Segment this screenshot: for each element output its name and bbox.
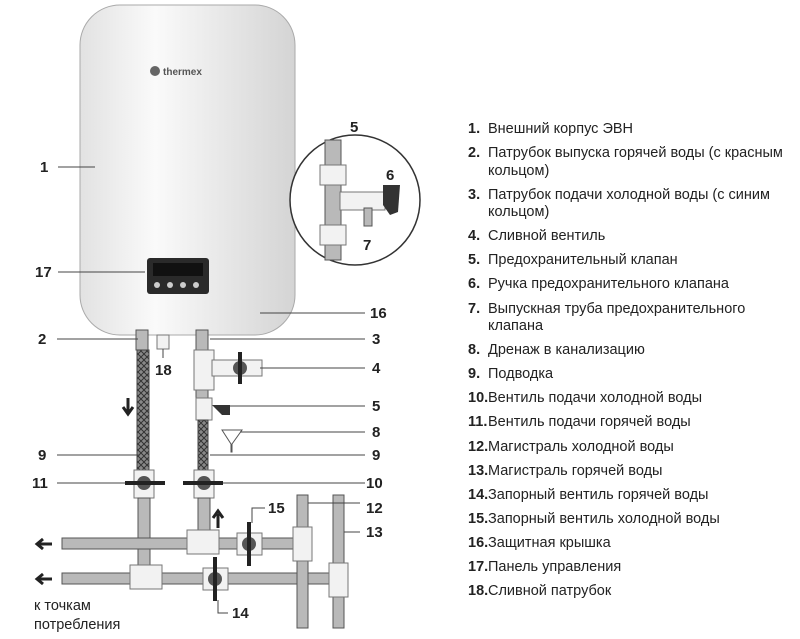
svg-text:thermex: thermex	[163, 67, 202, 78]
legend-text: Дренаж в канализацию	[488, 342, 645, 359]
legend-item: 18.Сливной патрубок	[468, 583, 798, 601]
legend-number: 7.	[468, 300, 481, 317]
callout-8: 8	[372, 424, 380, 441]
legend-text: Вентиль подачи горячей воды	[488, 414, 691, 431]
legend-text: Сливной патрубок	[488, 583, 612, 600]
legend-text: Панель управления	[488, 559, 622, 575]
legend-item: 6. Ручка предохранительного клапана	[468, 276, 798, 294]
legend-text: Патрубок выпуска горячей воды (с красным…	[488, 145, 783, 179]
legend-item: 7. Выпускная труба предохранительного кла…	[468, 301, 798, 336]
legend-number: 12.	[468, 438, 489, 455]
legend-text: Выпускная труба предохранительного клапа…	[488, 300, 746, 335]
callout-9-right: 9	[372, 447, 380, 464]
legend-text: Запорный вентиль холодной воды	[488, 510, 720, 527]
callout-6: 6	[386, 167, 394, 184]
legend-text: Сливной вентиль	[488, 228, 606, 245]
legend-number: 13.	[468, 462, 489, 479]
callout-5: 5	[372, 398, 380, 415]
legend-text: Вентиль подачи холодной воды	[488, 390, 703, 407]
consumption-points-note: к точкам потребления	[34, 597, 120, 635]
callout-7: 7	[363, 237, 371, 254]
legend-number: 6.	[468, 276, 481, 293]
callout-11: 11	[32, 475, 48, 492]
callout-9-left: 9	[38, 447, 46, 464]
legend-item: 8. Дренаж в канализацию	[468, 342, 798, 360]
legend-text: Защитная крышка	[488, 534, 611, 551]
legend-number: 1.	[468, 121, 481, 137]
legend-text: Внешний корпус ЭВН	[488, 121, 634, 137]
callout-16: 16	[370, 305, 387, 322]
callout-12: 12	[366, 500, 383, 517]
legend-item: 1. Внешний корпус ЭВН	[468, 121, 798, 139]
callout-5-detail: 5	[350, 119, 358, 136]
callout-1: 1	[40, 159, 48, 176]
control-panel	[147, 258, 209, 294]
callout-10: 10	[366, 475, 383, 492]
thermex-logo: thermex	[150, 66, 202, 78]
note-line-1: к точкам	[34, 598, 91, 614]
callout-15: 15	[268, 500, 285, 517]
legend-item: 14.Запорный вентиль горячей воды	[468, 487, 798, 505]
legend-item: 15.Запорный вентиль холодной воды	[468, 511, 798, 529]
legend: 1. Внешний корпус ЭВН 2. Патрубок выпуска г…	[468, 121, 798, 607]
legend-text: Магистраль горячей воды	[488, 462, 663, 479]
callout-2: 2	[38, 331, 46, 348]
callout-4: 4	[372, 360, 381, 377]
legend-item: 17.Панель управления	[468, 559, 798, 577]
legend-item: 16.Защитная крышка	[468, 535, 798, 553]
legend-item: 11.Вентиль подачи горячей воды	[468, 414, 798, 432]
legend-item: 10.Вентиль подачи холодной воды	[468, 390, 798, 408]
legend-number: 14.	[468, 486, 489, 503]
legend-number: 11.	[468, 414, 488, 431]
callout-numbers: 1 17 16 5 6 7 2 18 3 4 5 8 9 9 11 10 15 …	[32, 119, 394, 622]
legend-number: 2.	[468, 145, 481, 162]
legend-item: 3. Патрубок подачи холодной воды (с синим…	[468, 187, 798, 222]
callout-17: 17	[35, 264, 52, 281]
safety-valve-detail	[289, 134, 421, 266]
legend-item: 5. Предохранительный клапан	[468, 252, 798, 270]
legend-item: 12.Магистраль холодной воды	[468, 439, 798, 457]
note-line-2: потребления	[34, 617, 121, 633]
legend-number: 15.	[468, 510, 489, 527]
legend-number: 16.	[468, 534, 489, 551]
legend-text: Запорный вентиль горячей воды	[488, 486, 709, 503]
legend-text: Магистраль холодной воды	[488, 438, 674, 455]
tank-body	[79, 4, 296, 336]
legend-item: 4. Сливной вентиль	[468, 228, 798, 246]
legend-item: 2. Патрубок выпуска горячей воды (с красн…	[468, 145, 798, 180]
legend-number: 4.	[468, 228, 481, 245]
legend-text: Предохранительный клапан	[488, 252, 678, 269]
callout-13: 13	[366, 524, 383, 541]
legend-number: 8.	[468, 342, 481, 359]
callout-3: 3	[372, 331, 380, 348]
legend-item: 9. Подводка	[468, 366, 798, 384]
callout-14: 14	[232, 605, 249, 622]
legend-number: 5.	[468, 252, 481, 269]
legend-text: Подводка	[488, 366, 554, 383]
legend-number: 18.	[468, 583, 489, 600]
legend-text: Патрубок подачи холодной воды (с синим к…	[488, 186, 770, 221]
callout-18: 18	[155, 362, 172, 379]
legend-number: 10.	[468, 390, 489, 407]
legend-item: 13.Магистраль горячей воды	[468, 463, 798, 481]
legend-number: 3.	[468, 186, 481, 203]
legend-text: Ручка предохранительного клапана	[488, 276, 729, 293]
legend-number: 17.	[468, 559, 489, 575]
legend-number: 9.	[468, 366, 481, 383]
